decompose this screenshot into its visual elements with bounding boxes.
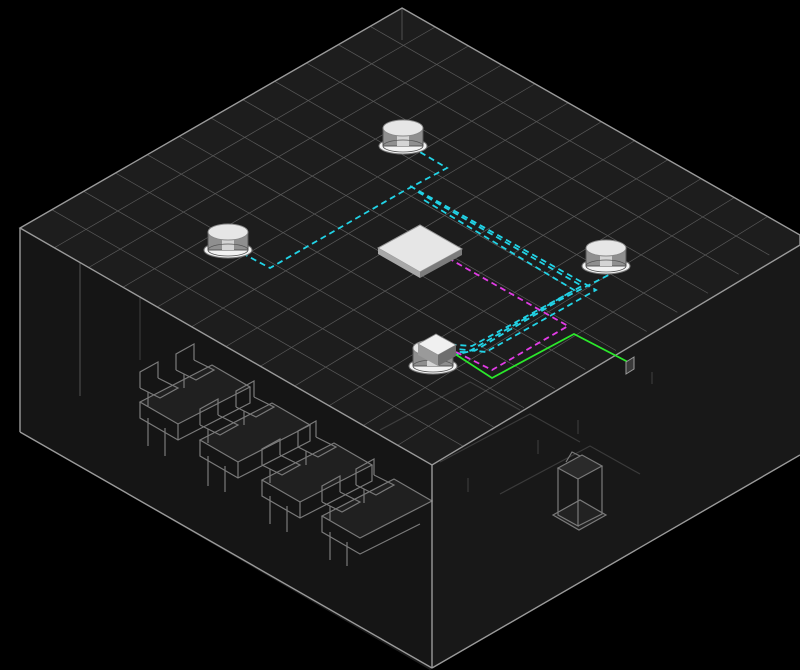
ceiling-array-microphone	[376, 224, 464, 278]
audio-cable	[447, 257, 570, 372]
grid-line	[363, 197, 734, 426]
rear-furniture	[379, 372, 653, 495]
dsp-hub	[417, 333, 457, 366]
ceiling-speaker	[581, 239, 631, 275]
ceiling-speaker	[203, 223, 253, 259]
back-wall	[432, 245, 800, 668]
grid-line	[51, 209, 463, 447]
chair	[175, 342, 216, 388]
chair	[321, 474, 362, 520]
grid-line	[397, 216, 768, 446]
lectern	[551, 451, 608, 531]
wall-control-panel	[625, 356, 635, 375]
ceiling-speaker	[378, 119, 428, 155]
devices	[203, 119, 635, 375]
chair	[355, 457, 396, 503]
network-cable	[449, 265, 627, 357]
network-cable	[417, 191, 584, 347]
network-cable	[239, 141, 449, 270]
chair	[261, 437, 302, 483]
room-shell	[20, 8, 800, 670]
desk-row	[138, 364, 252, 456]
cable-runs	[239, 141, 629, 380]
chair	[235, 379, 276, 425]
chair	[199, 397, 240, 443]
control-cable	[451, 332, 629, 380]
chair	[139, 360, 180, 406]
desk-row	[260, 442, 374, 532]
chair	[297, 419, 338, 465]
furniture	[138, 342, 653, 566]
